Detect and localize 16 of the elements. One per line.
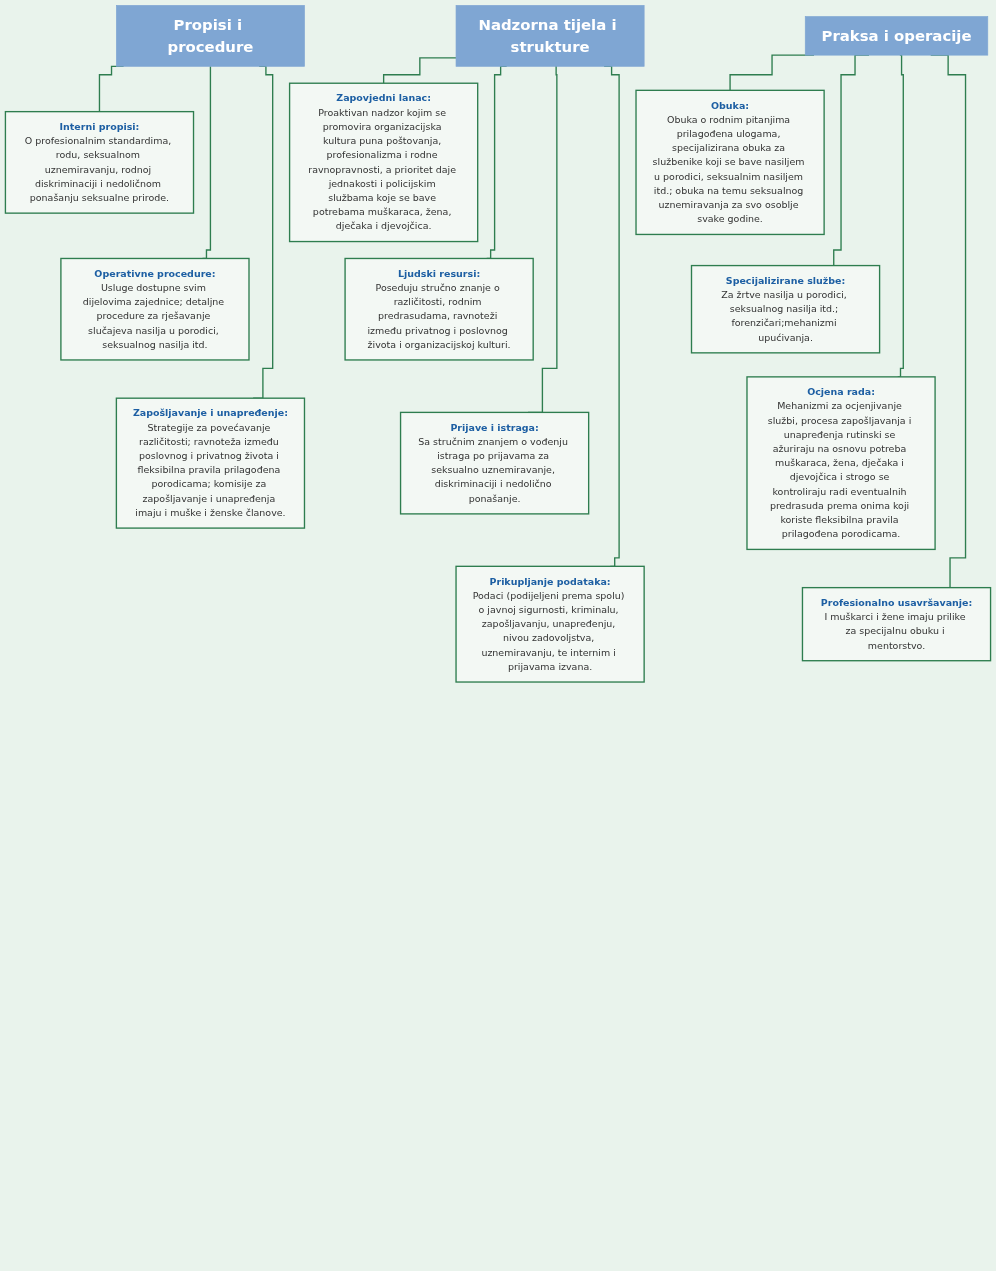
node-box: Praksa i operacije [804,16,989,56]
node-box: Obuka: Obuka o rodnim pitanjima prilagođena ulogama, specijalizirana obuka za službenike koji se bave nasiljem u porodici, seksualnim nasiljem itd.; obuka na temu seksualnog uznemiravanja za svo osoblje svake godine. [635,89,825,236]
connector [382,57,457,84]
node-box: Zapovjedni lanac: Proaktivan nadzor kojim se promovira organizacijska kultura puna poštovanja, profesionalizma i rodne ravnopravnosti, a prioritet daje jednakosti i policijskim službama koje se bave potrebama muškaraca, žena, dječaka i djevojčica. [288,82,479,243]
node-box: Prikupljanje podataka: Podaci (podijeljeni prema spolu) o javnoj sigurnosti, kriminalu, zapošljavanju, unapređenju, nivou zadovoljstva, uznemiravanju, te internim i prijavama izvana. [455,565,645,683]
node-box: Profesionalno usavršavanje: I muškarci i žene imaju prilike za specijalnu obuku i mentorstvo. [801,586,992,662]
node-box: Operativne procedure: Usluge dostupne svim dijelovima zajednice; detaljne procedure za rješavanje slučajeva nasilja u porodici, seksualnog nasilja itd. [60,257,250,361]
node-box: Ljudski resursi: Poseduju stručno znanje o različitosti, rodnim predrasudama, ravnoteži između privatnog i poslovnog života i organizacijskoj kulturi. [344,257,534,361]
node-box: Ocjena rada: Mehanizmi za ocjenjivanje službi, procesa zapošljavanja i unapređenja rutinski se ažuriraju na osnovu potreba muškaraca, žena, dječaka i djevojčica i strogo se kontroliraju radi eventualnih predrasuda prema onima koji koriste fleksibilna pravila prilagođena porodicama. [746,376,936,551]
node-box: Nadzorna tijela i strukture [455,5,645,67]
node-box: Specijalizirane službe: Za žrtve nasilja u porodici, seksualnog nasilja itd.; forenzičari;mehanizmi upućivanja. [690,264,881,354]
connector [897,54,904,378]
node-box: Propisi i procedure [116,5,305,67]
node-box: Interni propisi: O profesionalnim standardima, rodu, seksualnom uznemiravanju, rodnoj diskriminaciji i nedoličnom ponašanju seksualne prirode. [4,110,195,214]
node-box: Prijave i istraga: Sa stručnim znanjem o vođenju istraga po prijavama za seksualno uznemiravanje, diskriminaciji i nedolično ponašanje. [399,411,590,515]
node-box: Zapošljavanje i unapređenje: Strategije za povećavanje različitosti; ravnoteža između poslovnog i privatnog života i fleksibilna pravila prilagođena porodicama; komisije za zapošljavanje i unapređenja imaju i muške i ženske članove. [115,397,306,529]
